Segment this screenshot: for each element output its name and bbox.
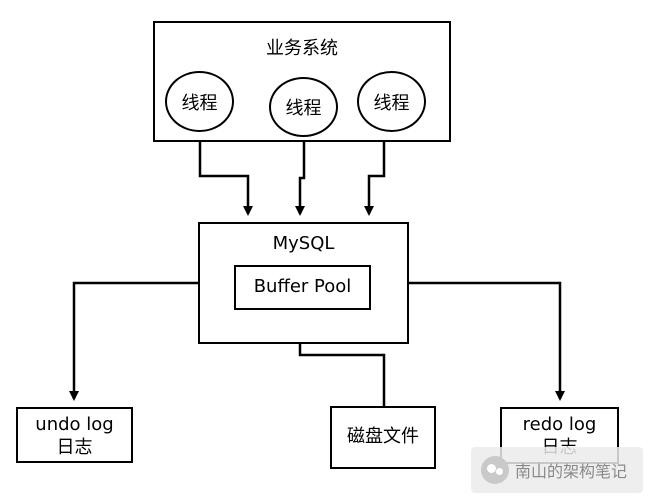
redo-log-label-line1: redo log <box>522 414 597 435</box>
business-system-title: 业务系统 <box>266 38 338 59</box>
disk-file-box <box>330 406 436 469</box>
undo-log-label-line2: 日志 <box>56 437 93 458</box>
disk-file-label: 磁盘文件 <box>347 426 419 447</box>
arrow-thread3-to-mysql <box>364 140 386 216</box>
watermark: 南山的架构笔记 <box>471 447 643 493</box>
arrow-thread2-to-mysql <box>295 140 306 216</box>
buffer-pool-box <box>234 265 371 310</box>
thread-2: 线程 <box>269 77 338 137</box>
watermark-text: 南山的架构笔记 <box>515 462 628 481</box>
buffer-pool-label: Buffer Pool <box>253 276 352 297</box>
arrow-thread1-to-mysql <box>198 140 253 216</box>
mysql-title: MySQL <box>272 233 335 254</box>
arrow-mysql-to-undo-log <box>69 281 198 401</box>
wechat-logo-icon <box>481 456 509 484</box>
undo-log-label-line1: undo log <box>35 414 114 435</box>
thread-3: 线程 <box>357 71 426 132</box>
thread-1: 线程 <box>165 71 234 132</box>
arrow-mysql-to-redo-log <box>408 281 565 401</box>
undo-log-box <box>16 407 133 463</box>
